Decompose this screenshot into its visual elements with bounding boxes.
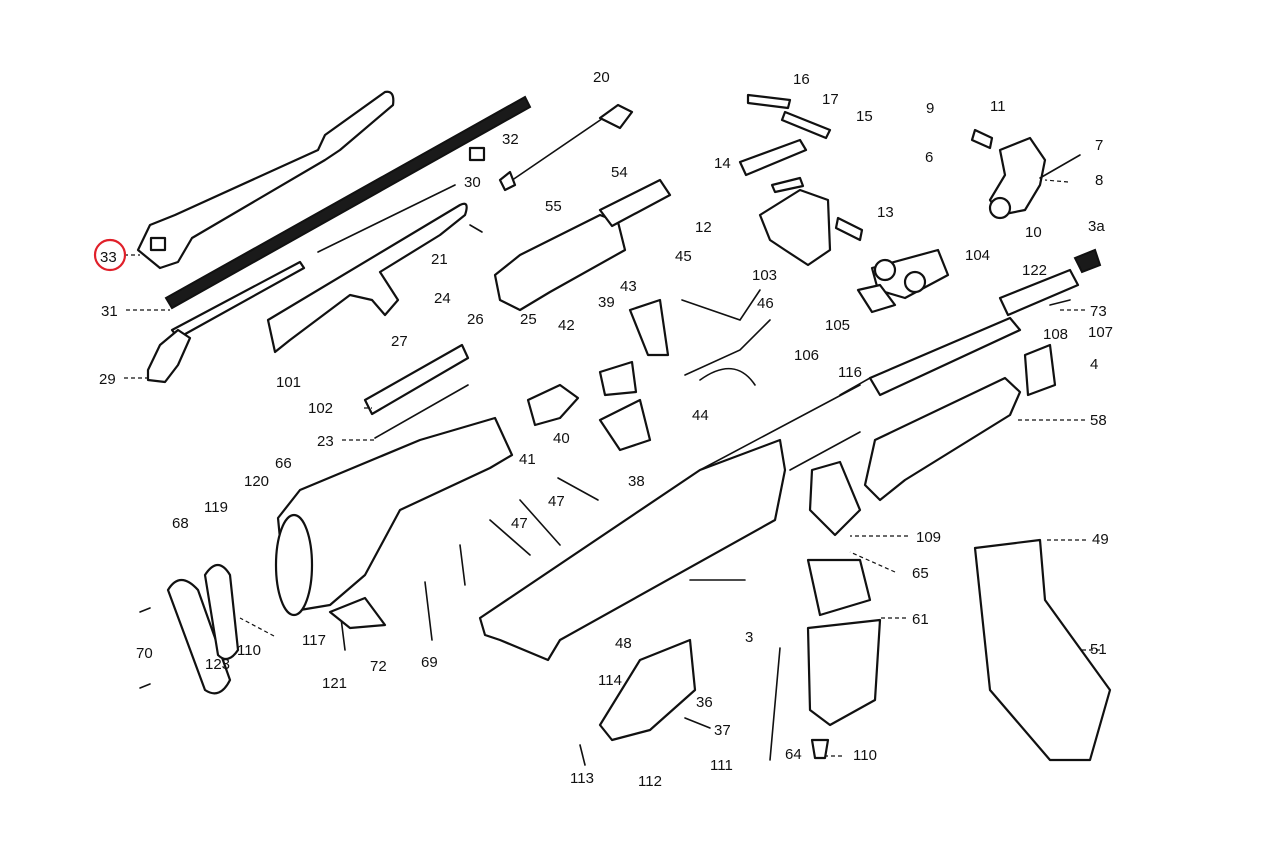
part-label: 119	[204, 499, 228, 516]
part-label: 105	[825, 317, 850, 334]
part-label: 66	[275, 455, 292, 472]
recoil-spring-part	[164, 95, 532, 310]
part-label: 104	[965, 247, 990, 264]
part-label: 10	[1025, 224, 1042, 241]
part-label: 48	[615, 635, 632, 652]
part-label: 33	[100, 249, 117, 266]
part-label: 117	[302, 632, 326, 649]
part-label: 65	[912, 565, 929, 582]
part-label: 46	[757, 295, 774, 312]
part-label: 26	[467, 311, 484, 328]
rear-sight-block-part	[758, 188, 832, 267]
front-sight-part	[988, 136, 1047, 217]
part-102	[363, 343, 470, 416]
part-label: 109	[916, 529, 941, 546]
part-label: 113	[570, 770, 594, 787]
part-label: 116	[838, 364, 862, 381]
part-label: 13	[877, 204, 894, 221]
part-label: 41	[519, 451, 536, 468]
part-label: 110	[237, 642, 261, 659]
part-label: 103	[752, 267, 777, 284]
bolt-carrier-part	[266, 202, 468, 354]
part-label: 102	[308, 400, 333, 417]
part-label: 21	[431, 251, 448, 268]
part-label: 45	[675, 248, 692, 265]
part-label: 106	[794, 347, 819, 364]
part-label: 47	[548, 493, 565, 510]
part-labels: 20 16 17 15 9 11 7 8 6 10 3a 32 30 14 12…	[99, 69, 1113, 790]
receiver-part	[478, 438, 787, 662]
part-label: 70	[136, 645, 153, 662]
highlight-circle	[93, 238, 127, 272]
lower-handguard-part	[863, 376, 1022, 502]
part-label: 6	[925, 149, 933, 166]
part-label: 114	[598, 672, 622, 689]
part-label: 121	[322, 675, 347, 692]
part-label: 16	[793, 71, 810, 88]
part-label: 3	[745, 629, 753, 646]
part-label: 38	[628, 473, 645, 490]
part-label: 54	[611, 164, 628, 181]
part-label: 44	[692, 407, 709, 424]
guide-rod-block	[146, 328, 192, 384]
part-label: 17	[822, 91, 839, 108]
leader-lines	[124, 179, 1100, 757]
part-label: 20	[593, 69, 610, 86]
part-label: 40	[553, 430, 570, 447]
part-label: 36	[696, 694, 713, 711]
part-label: 12	[695, 219, 712, 236]
part-label: 27	[391, 333, 408, 350]
part-label: 123	[205, 656, 230, 673]
part-label: 42	[558, 317, 575, 334]
part-label: 14	[714, 155, 731, 172]
part-label: 11	[990, 98, 1006, 115]
part-label: 39	[598, 294, 615, 311]
dust-cover-window	[149, 236, 167, 252]
part-label: 68	[172, 515, 189, 532]
part-label: 32	[502, 131, 519, 148]
buttstock-part	[276, 416, 514, 612]
part-label: 61	[912, 611, 929, 628]
part-label: 72	[370, 658, 387, 675]
part-label: 9	[926, 100, 934, 117]
part-label: 73	[1090, 303, 1107, 320]
part-label: 51	[1090, 641, 1107, 658]
part-label: 108	[1043, 326, 1068, 343]
upper-handguard-part	[493, 213, 627, 312]
part-label: 37	[714, 722, 731, 739]
part-label: 107	[1088, 324, 1113, 341]
part-label: 111	[710, 757, 733, 774]
parts-illustration	[136, 90, 1112, 766]
part-label: 3a	[1088, 218, 1105, 235]
part-label: 64	[785, 746, 802, 763]
part-label: 23	[317, 433, 334, 450]
part-label: 30	[464, 174, 481, 191]
barrel-part	[998, 268, 1080, 317]
part-label: 15	[856, 108, 873, 125]
part-32	[468, 146, 486, 162]
part-label: 110	[853, 747, 877, 764]
dust-cover-part	[136, 90, 395, 270]
part-label: 120	[244, 473, 269, 490]
part-label: 55	[545, 198, 562, 215]
part-label: 47	[511, 515, 528, 532]
magazine-part	[973, 538, 1112, 762]
pistol-grip-part	[806, 618, 882, 727]
part-label: 112	[638, 773, 662, 790]
part-label: 24	[434, 290, 451, 307]
part-label: 31	[101, 303, 118, 320]
part-label: 25	[520, 311, 537, 328]
part-label: 8	[1095, 172, 1103, 189]
part-label: 69	[421, 654, 438, 671]
part-label: 4	[1090, 356, 1098, 373]
part-label: 7	[1095, 137, 1103, 154]
part-label: 101	[276, 374, 301, 391]
part-label: 49	[1092, 531, 1109, 548]
part-label: 43	[620, 278, 637, 295]
part-label: 58	[1090, 412, 1107, 429]
part-label: 29	[99, 371, 116, 388]
part-label: 122	[1022, 262, 1047, 279]
